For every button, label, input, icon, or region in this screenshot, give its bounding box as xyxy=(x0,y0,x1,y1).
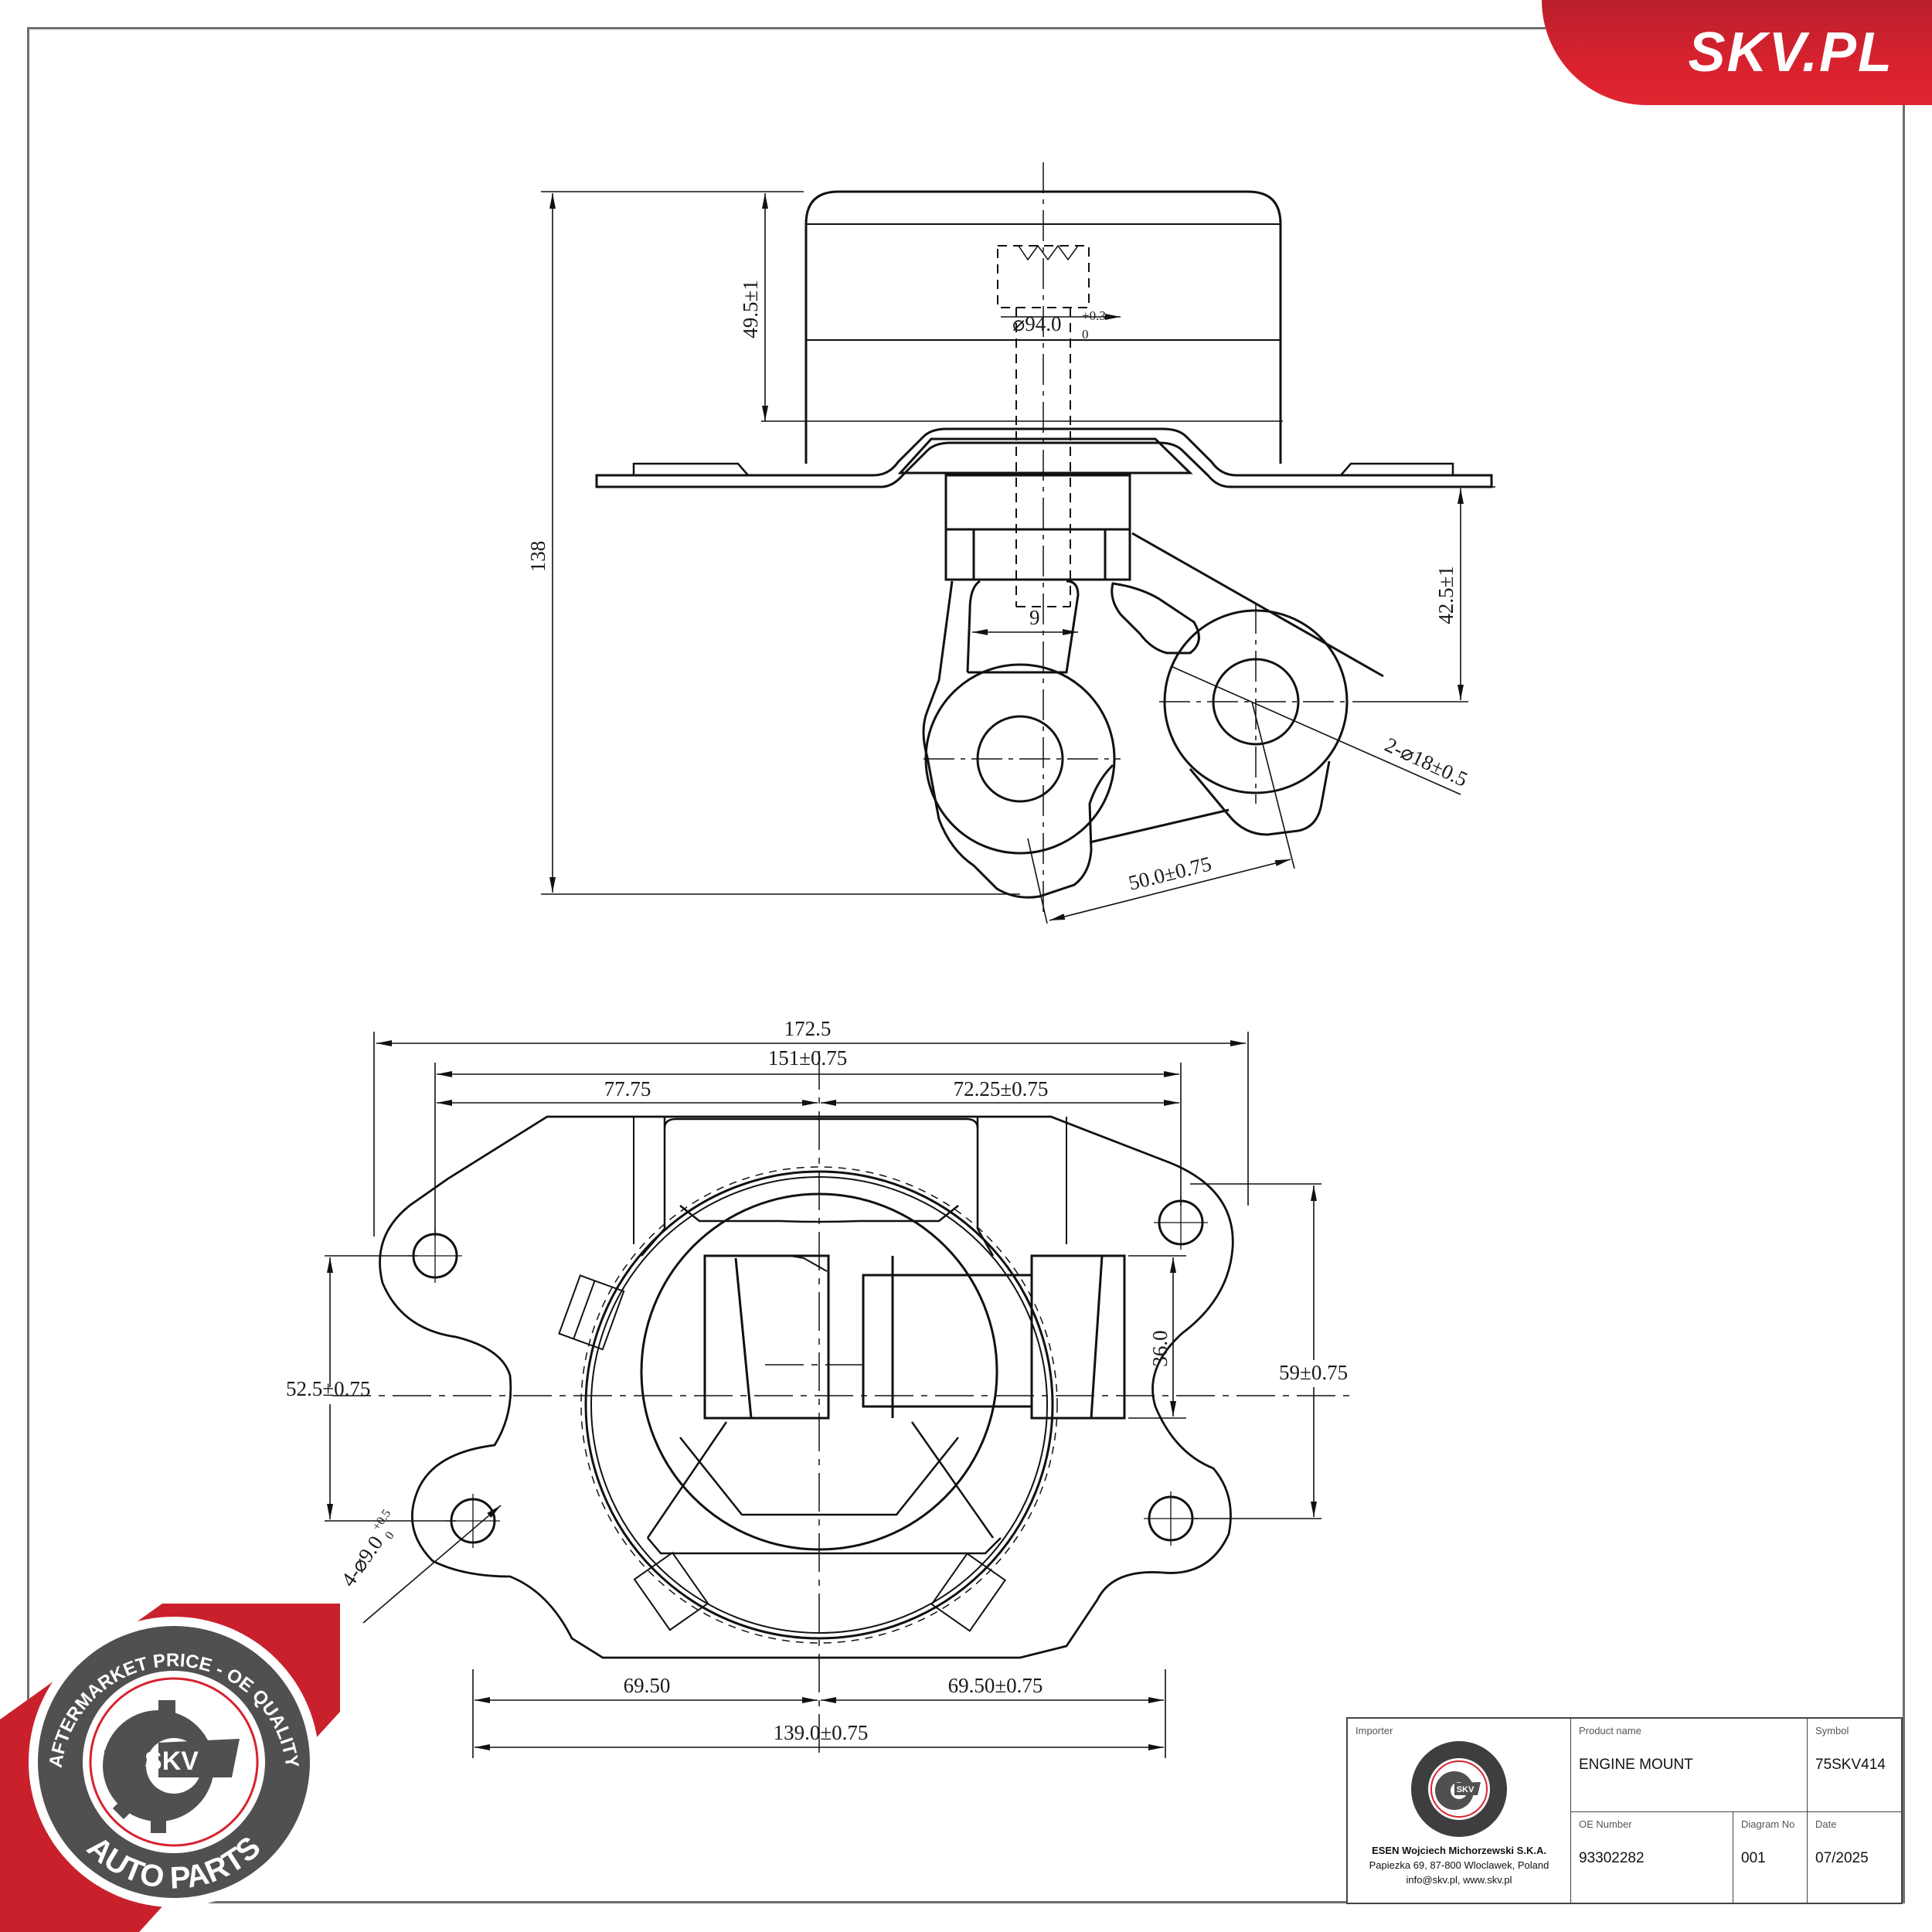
top-view xyxy=(541,162,1495,924)
brand-logo-text: SKV.PL xyxy=(1688,22,1893,83)
dim-hole-diameter: 4-⌀9.0 +0.5 0 xyxy=(336,1507,397,1591)
importer-contact: info@skv.pl, www.skv.pl xyxy=(1406,1874,1512,1886)
svg-text:4-⌀9.0: 4-⌀9.0 xyxy=(336,1532,387,1591)
dim-slot-width: 9 xyxy=(1029,606,1040,629)
importer-label: Importer xyxy=(1355,1725,1393,1736)
svg-text:0: 0 xyxy=(1082,327,1089,342)
drawing-frame xyxy=(27,27,1905,1903)
symbol-value: 75SKV414 xyxy=(1815,1757,1886,1773)
svg-text:+0.5: +0.5 xyxy=(370,1507,394,1533)
dim-height-total: 138 xyxy=(526,541,549,573)
svg-text:⌀94.0: ⌀94.0 xyxy=(1012,312,1062,335)
product-name-label: Product name xyxy=(1579,1725,1641,1736)
badge-center-text: SKV xyxy=(145,1747,199,1776)
dim-eye-spacing: 50.0±0.75 xyxy=(1126,852,1213,895)
dim-eye-offset: 42.5±1 xyxy=(1434,566,1458,624)
symbol-cell: Symbol 75SKV414 xyxy=(1807,1719,1901,1811)
product-name-value: ENGINE MOUNT xyxy=(1579,1757,1693,1773)
title-block: Importer SKV ESEN Wojciech Michorzewski … xyxy=(1346,1717,1903,1904)
dim-left-hole-offset: 52.5±0.75 xyxy=(286,1377,370,1400)
dim-hole-spacing-top: 151±0.75 xyxy=(768,1046,848,1070)
dim-bore-diameter: ⌀94.0 +0.3 0 xyxy=(1012,308,1106,342)
importer-name: ESEN Wojciech Michorzewski S.K.A. xyxy=(1372,1845,1546,1856)
date-label: Date xyxy=(1815,1818,1837,1830)
date-value: 07/2025 xyxy=(1815,1850,1869,1866)
dim-bottom-right: 69.50±0.75 xyxy=(948,1674,1043,1697)
dim-bottom-left: 69.50 xyxy=(624,1674,671,1697)
oe-number-label: OE Number xyxy=(1579,1818,1632,1830)
importer-address: Papiezka 69, 87-800 Wloclawek, Poland xyxy=(1369,1859,1549,1871)
diagram-no-cell: Diagram No 001 xyxy=(1733,1811,1807,1903)
importer-cell: Importer SKV ESEN Wojciech Michorzewski … xyxy=(1348,1719,1570,1903)
diagram-no-label: Diagram No xyxy=(1741,1818,1795,1830)
dim-bottom-total: 139.0±0.75 xyxy=(774,1721,869,1744)
oe-number-value: 93302282 xyxy=(1579,1850,1645,1866)
dim-left-offset: 77.75 xyxy=(604,1077,651,1100)
date-cell: Date 07/2025 xyxy=(1807,1811,1901,1903)
svg-text:+0.3: +0.3 xyxy=(1082,308,1106,323)
skv-mini-logo: SKV xyxy=(1411,1741,1507,1837)
dim-right-hole-offset: 59±0.75 xyxy=(1279,1361,1348,1384)
dim-housing-height: 49.5±1 xyxy=(739,280,762,338)
product-name-cell: Product name ENGINE MOUNT xyxy=(1570,1719,1807,1811)
dim-overall-width: 172.5 xyxy=(784,1017,832,1040)
bottom-view xyxy=(325,1032,1352,1758)
gear-icon xyxy=(103,1700,240,1833)
oe-number-cell: OE Number 93302282 xyxy=(1570,1811,1733,1903)
dim-center-block: 36.0 xyxy=(1148,1330,1172,1366)
svg-text:0: 0 xyxy=(383,1529,397,1542)
skv-badge-logo: SKV AFTERMARKET PRICE - OE QUALITY AUTO … xyxy=(0,1604,340,1932)
symbol-label: Symbol xyxy=(1815,1725,1849,1736)
dim-eye-diameter: 2-⌀18±0.5 xyxy=(1381,733,1471,791)
brand-banner: SKV.PL xyxy=(1542,0,1932,105)
dim-right-offset: 72.25±0.75 xyxy=(954,1077,1049,1100)
diagram-no-value: 001 xyxy=(1741,1850,1766,1866)
svg-text:SKV: SKV xyxy=(1457,1785,1475,1794)
